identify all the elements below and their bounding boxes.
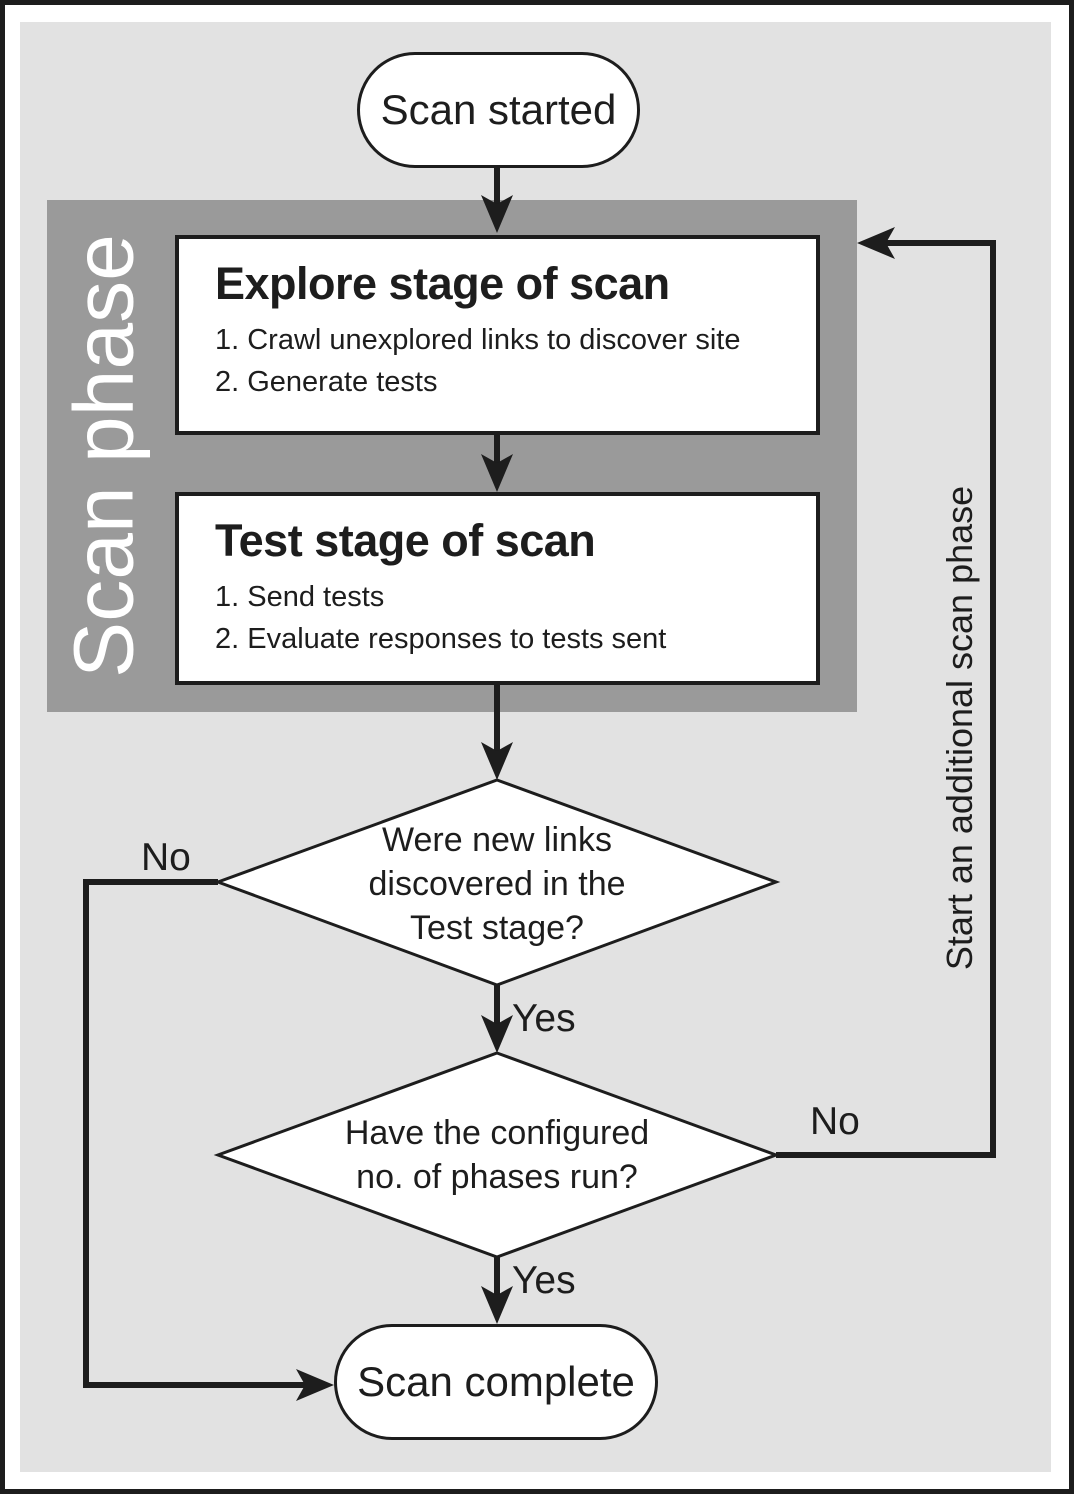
arrowhead-down-explore [481,195,513,233]
arrowhead-down-complete [481,1286,513,1324]
label-no-decision1: No [141,836,191,879]
arrowhead-down-decision2 [481,1015,513,1053]
explore-stage-title: Explore stage of scan [215,258,670,309]
explore-item-2: 2. Generate tests [215,365,438,398]
explore-stage-items: 1. Crawl unexplored links to discover si… [215,320,796,402]
label-no-decision2: No [810,1100,860,1143]
decision-phases-line2: no. of phases run? [356,1158,638,1196]
label-yes-decision1: Yes [512,997,576,1040]
test-stage-items: 1. Send tests 2. Evaluate responses to t… [215,577,796,659]
decision-new-links-diamond [213,778,781,987]
scan-started-label: Scan started [380,86,617,133]
arrowhead-down-decision1 [481,742,513,780]
arrowhead-down-test [481,454,513,492]
edge-no-decision2-feedback [776,240,996,1158]
label-feedback-loop: Start an additional scan phase [939,485,980,971]
arrowhead-left-scan-phase [857,227,895,259]
explore-item-1: 1. Crawl unexplored links to discover si… [215,324,741,357]
test-item-1: 1. Send tests [215,581,385,614]
decision-phases-text: Have the configured no. of phases run? [345,1111,649,1199]
scan-complete-label: Scan complete [357,1358,635,1405]
decision-phases-diamond [213,1051,781,1259]
decision-new-links-line2: discovered in the [368,865,626,903]
edge-no-decision1-to-complete [83,879,306,1388]
decision-new-links-line3: Test stage? [410,909,584,947]
node-scan-complete: Scan complete [334,1324,658,1440]
test-item-2: 2. Evaluate responses to tests sent [215,622,667,655]
node-scan-started: Scan started [357,52,640,168]
test-stage-title: Test stage of scan [215,515,596,566]
node-explore-stage: Explore stage of scan 1. Crawl unexplore… [175,235,820,435]
label-yes-decision2: Yes [512,1259,576,1302]
node-test-stage: Test stage of scan 1. Send tests 2. Eval… [175,492,820,685]
decision-phases-line1: Have the configured [344,1114,650,1152]
arrowhead-right-complete [296,1369,334,1401]
decision-new-links-text: Were new links discovered in the Test st… [368,818,625,950]
decision-new-links-line1: Were new links [382,821,612,859]
